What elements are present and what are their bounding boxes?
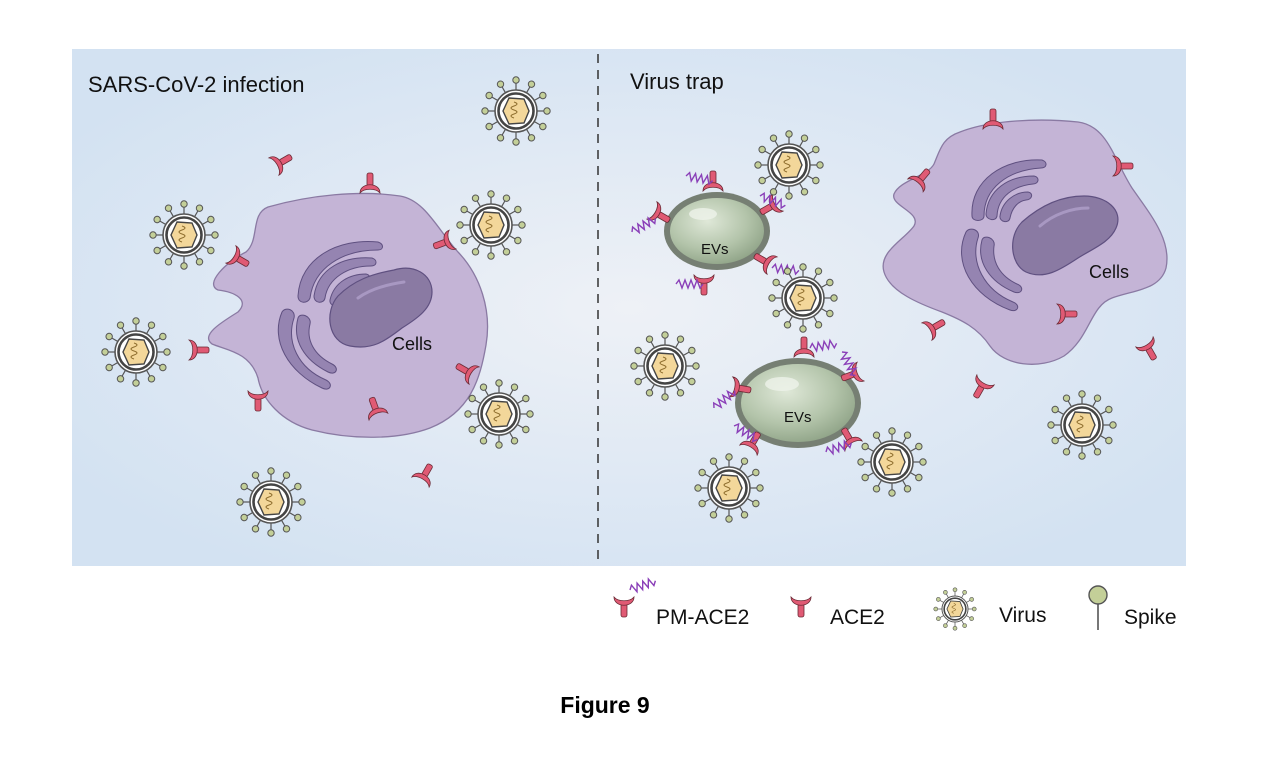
ev-top	[664, 192, 770, 270]
legend-pm-ace2-label: PM-ACE2	[656, 606, 749, 629]
ace2-legend-icon	[790, 596, 812, 618]
left-cell	[208, 192, 489, 438]
pm-ace2-legend-icon	[613, 596, 635, 618]
legend-virus-label: Virus	[999, 604, 1046, 627]
legend-spike-label: Spike	[1124, 606, 1177, 629]
right-cell-label: Cells	[1089, 262, 1129, 282]
spike-legend-icon	[1088, 585, 1108, 630]
legend-ace2-label: ACE2	[830, 606, 885, 629]
legend: PM-ACE2 ACE2 Virus Spike	[613, 576, 1177, 630]
virus-legend-icon	[934, 588, 976, 630]
figure-caption: Figure 9	[560, 692, 650, 718]
right-panel-title: Virus trap	[630, 69, 724, 94]
right-cell	[882, 119, 1168, 365]
left-panel-title: SARS-CoV-2 infection	[88, 72, 304, 97]
ev-bottom	[735, 358, 861, 448]
ev-bottom-label: EVs	[784, 409, 812, 426]
ev-top-label: EVs	[701, 241, 729, 258]
left-cell-label: Cells	[392, 334, 432, 354]
pm-ace2-legend-linker-icon	[627, 576, 658, 595]
